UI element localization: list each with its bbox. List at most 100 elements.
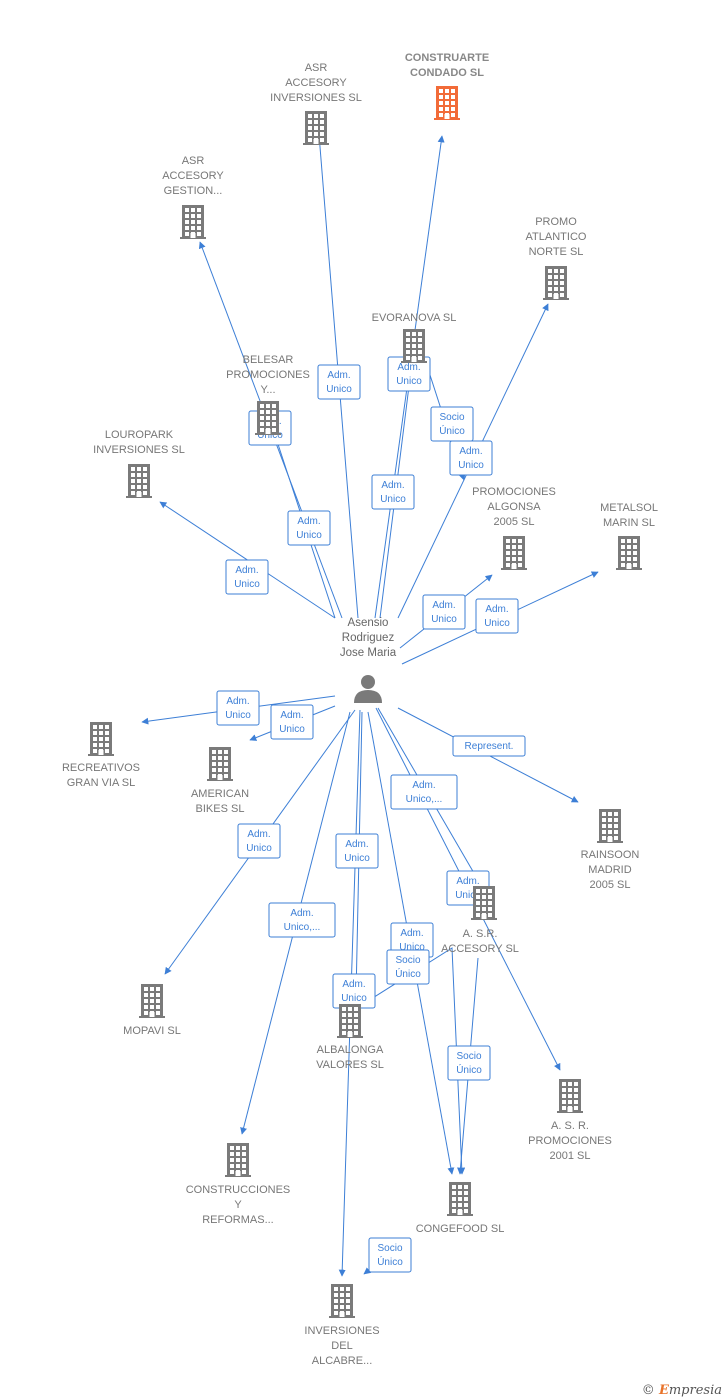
company-node-construcciones[interactable]: CONSTRUCCIONESYREFORMAS...	[186, 1143, 291, 1226]
brand-initial: E	[658, 1383, 669, 1398]
company-name: MARIN SL	[603, 517, 655, 529]
relation-label-text: Unico	[399, 942, 425, 953]
company-name: ALBALONGA	[317, 1044, 384, 1056]
relation-label[interactable]: Represent.	[452, 735, 526, 757]
company-name: A. S. R.	[551, 1120, 589, 1132]
relation-label[interactable]: Adm.Unico,...	[390, 774, 458, 810]
relation-label[interactable]: Adm.Unico	[449, 440, 493, 476]
company-name: ACCESORY SL	[441, 943, 519, 955]
building-icon	[180, 205, 206, 239]
relation-label-text: Unico,...	[406, 794, 443, 805]
relation-label-text: Único	[395, 967, 421, 980]
company-name: 2001 SL	[550, 1150, 591, 1162]
person-name: Asensio	[348, 617, 389, 629]
company-name: AMERICAN	[191, 788, 249, 800]
company-name: ASR	[305, 62, 328, 74]
relation-label[interactable]: Adm.Unico	[225, 559, 269, 595]
company-name: ACCESORY	[162, 170, 224, 182]
company-node-evoranova[interactable]: EVORANOVA SL	[372, 312, 457, 363]
building-icon	[337, 1004, 363, 1038]
relation-label-text: Adm.	[432, 600, 455, 611]
company-node-asr-acc[interactable]: A. S.R. ACCESORY SL	[441, 886, 519, 955]
relation-label-text: Unico	[225, 710, 251, 721]
person-icon	[354, 675, 382, 703]
building-icon	[139, 984, 165, 1018]
relation-label-text: Unico	[296, 530, 322, 541]
company-name: PROMOCIONES	[226, 369, 310, 381]
relation-label[interactable]: Adm. Unico	[390, 922, 434, 958]
relation-label-text: Unico	[396, 376, 422, 387]
relation-label-text: Adm.	[456, 876, 479, 887]
relation-label-text: Adm.	[247, 829, 270, 840]
building-icon	[557, 1079, 583, 1113]
building-icon	[207, 747, 233, 781]
company-name: PROMOCIONES	[528, 1135, 612, 1147]
edge-albalonga-to-congefood	[359, 947, 466, 1175]
relation-label[interactable]: Adm.Unico	[332, 973, 376, 1009]
company-name: GESTION...	[164, 185, 223, 197]
relation-label[interactable]: Adm.Unico,...	[268, 902, 336, 938]
company-node-alcabre[interactable]: INVERSIONESDELALCABRE...	[304, 1284, 380, 1367]
company-name: RAINSOON	[581, 849, 640, 861]
company-name: CONDADO SL	[410, 67, 484, 79]
building-icon	[88, 722, 114, 756]
company-name: DEL	[331, 1340, 352, 1352]
company-node-asr-gest[interactable]: ASR ACCESORY GESTION...	[162, 155, 224, 239]
relation-label[interactable]: Adm.Unico	[216, 690, 260, 726]
company-name: BELESAR	[243, 354, 294, 366]
person-name: Rodriguez	[342, 632, 395, 644]
relation-label-text: Unico	[341, 993, 367, 1004]
building-icon	[329, 1284, 355, 1318]
company-node-mopavi[interactable]: MOPAVI SL	[123, 984, 181, 1037]
company-node-congefood[interactable]: CONGEFOOD SL	[416, 1182, 505, 1235]
company-name: PROMOCIONES	[472, 486, 556, 498]
relation-label-text: Unico	[458, 460, 484, 471]
relation-label-text: Adm.	[485, 604, 508, 615]
company-name: Y	[234, 1199, 242, 1211]
person-name: Jose Maria	[340, 647, 397, 659]
relation-label[interactable]: Adm.Unico	[270, 704, 314, 740]
building-icon	[501, 536, 527, 570]
relation-label[interactable]: Adm.Unico	[287, 510, 331, 546]
company-name: ALCABRE...	[312, 1355, 373, 1367]
relation-label[interactable]: Adm.Unico	[387, 356, 431, 392]
relation-label[interactable]: Adm.Unico	[237, 823, 281, 859]
relation-label-text: Socio	[439, 412, 464, 423]
relation-label-text: Unico	[380, 494, 406, 505]
relation-label[interactable]: Adm.Unico	[475, 598, 519, 634]
relation-label-text: Unico	[455, 890, 481, 901]
company-name: ALGONSA	[487, 501, 541, 513]
relation-label[interactable]: Adm.Unico	[335, 833, 379, 869]
relation-label[interactable]: Adm.Unico	[317, 364, 361, 400]
relation-label[interactable]: Adm. Unico	[371, 474, 415, 510]
relation-label-text: Adm.	[400, 928, 423, 939]
relation-label[interactable]: Adm.Unico	[422, 594, 466, 630]
relation-label-text: Represent.	[465, 741, 514, 752]
relation-label-text: Socio	[395, 955, 420, 966]
relation-label-text: Único	[439, 424, 465, 437]
company-name: A. S.R.	[463, 928, 498, 940]
company-node-asr-promo[interactable]: A. S. R. PROMOCIONES 2001 SL	[528, 1079, 612, 1162]
company-name: ACCESORY	[285, 77, 347, 89]
relation-label-text: Único	[456, 1063, 482, 1076]
company-node-belesar[interactable]: BELESARPROMOCIONESY...	[226, 354, 310, 435]
relation-label-text: Adm.	[381, 480, 404, 491]
empresia-credit[interactable]: © Empresia	[642, 1383, 722, 1398]
company-name: ASR	[182, 155, 205, 167]
